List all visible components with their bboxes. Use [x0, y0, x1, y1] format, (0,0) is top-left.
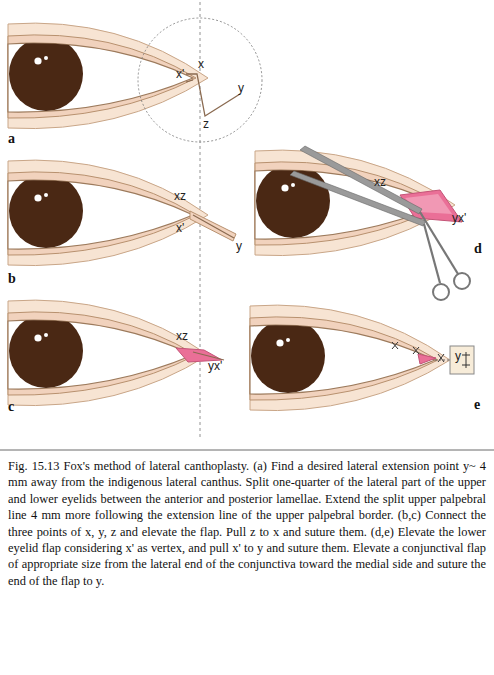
point-label: yx': [452, 212, 466, 224]
point-label: xz: [374, 176, 386, 188]
panel-letter: a: [8, 132, 15, 146]
point-label: x: [198, 58, 204, 70]
eye-illustration: [0, 0, 494, 452]
point-label: x': [176, 222, 184, 234]
point-label: y: [236, 240, 242, 252]
eye-panel-d: [255, 146, 470, 300]
point-label: xz: [174, 190, 186, 202]
point-label: xz: [176, 330, 188, 342]
point-label: z: [203, 118, 209, 130]
caption-rule: [0, 450, 494, 451]
panel-letter: e: [474, 398, 480, 412]
point-label: y: [238, 82, 244, 94]
figure-caption: Fig. 15.13 Fox's method of lateral canth…: [8, 458, 486, 589]
panel-letter: c: [8, 400, 14, 414]
eye-panel-c: [8, 300, 224, 405]
panel-letter: d: [474, 242, 482, 256]
point-label: x': [176, 68, 184, 80]
eye-panel-a: [8, 18, 262, 142]
eye-panel-e: [250, 305, 474, 410]
point-label: yx': [208, 360, 222, 372]
eye-panel-b: [8, 160, 236, 265]
point-label: y: [455, 350, 461, 362]
panel-letter: b: [8, 272, 16, 286]
